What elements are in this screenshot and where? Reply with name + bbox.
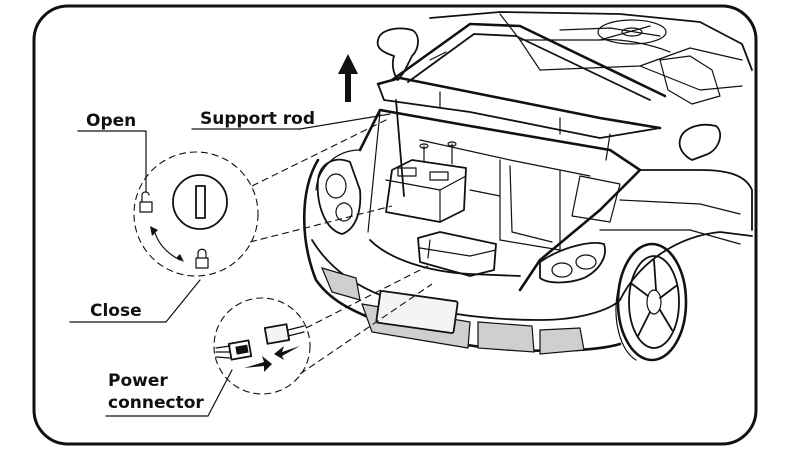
up-arrow-icon [338,54,358,102]
locked-padlock-icon [195,248,209,269]
support-rod-label: Support rod [200,109,315,129]
connector-label: connector [108,393,204,413]
front-wheel [615,242,688,362]
battery [385,141,467,223]
lock-detail-callout [133,117,393,277]
unlocked-padlock-icon [139,191,153,213]
connect-arrows-icon [244,346,300,372]
open-label: Open [86,111,136,131]
rotation-arrow-icon [150,226,184,262]
car-illustration [302,11,753,362]
power-label: Power [108,371,168,391]
power-connector-callout [213,265,433,395]
diagram-frame [32,4,758,446]
leader-lines [69,113,391,417]
close-label: Close [90,301,142,321]
